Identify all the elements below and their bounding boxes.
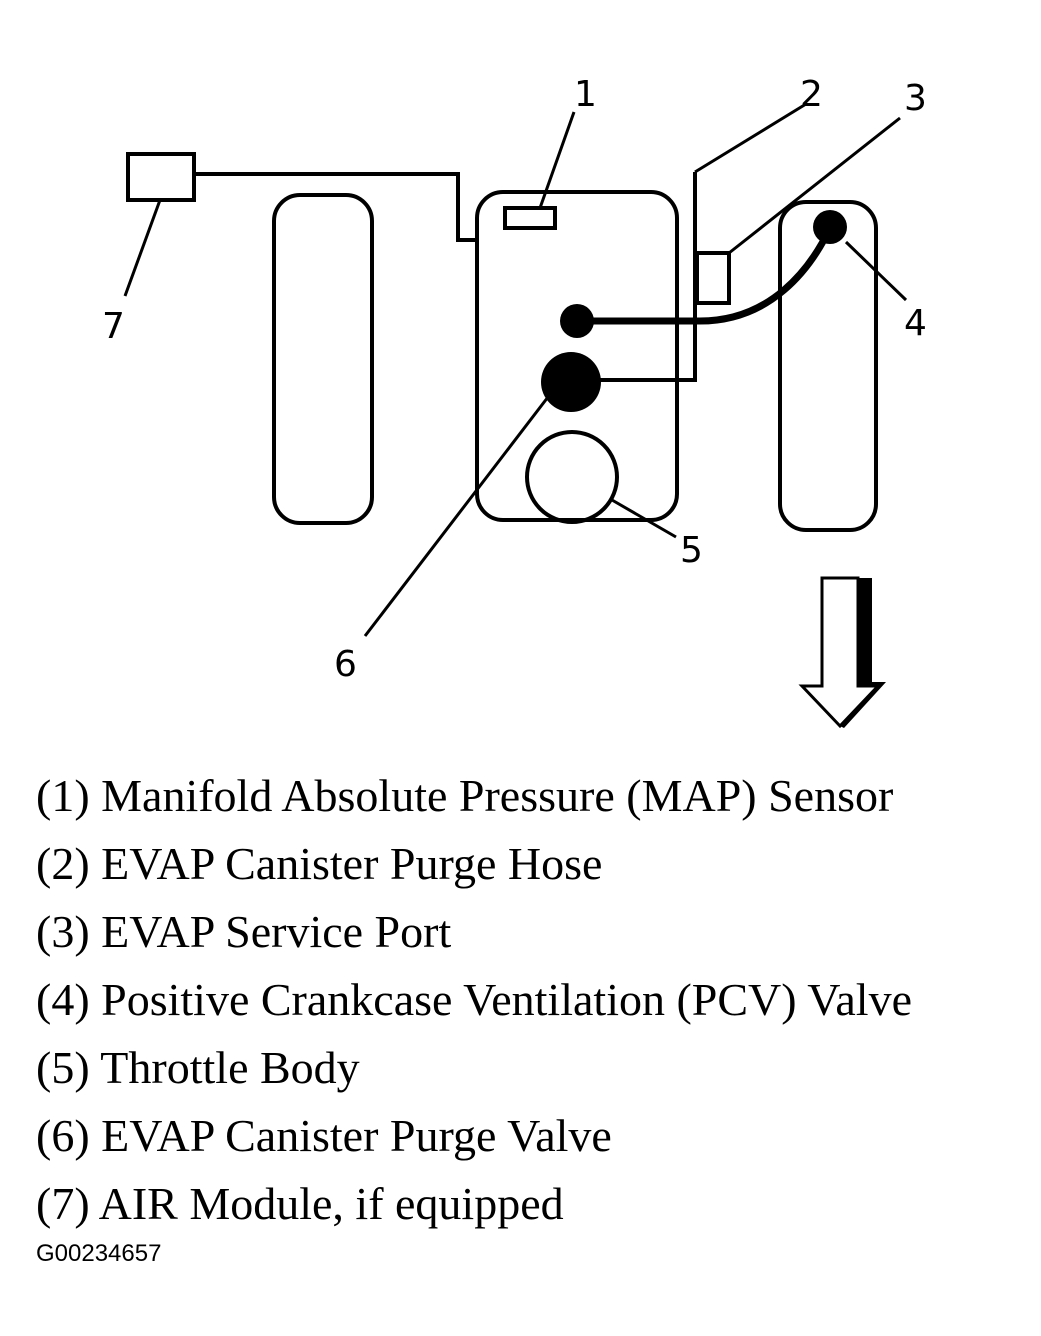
legend-item-evap-purge-valve: (6) EVAP Canister Purge Valve bbox=[36, 1110, 612, 1161]
evap-canister-purge-valve bbox=[541, 352, 601, 412]
legend-item-throttle-body: (5) Throttle Body bbox=[36, 1042, 360, 1093]
callout-7: 7 bbox=[102, 306, 125, 347]
air-module bbox=[126, 152, 196, 202]
pcv-valve bbox=[813, 210, 847, 244]
callout-4: 4 bbox=[904, 303, 927, 344]
leader-line-5 bbox=[611, 498, 677, 539]
component-legend: (1) Manifold Absolute Pressure (MAP) Sen… bbox=[36, 762, 912, 1238]
leader-line-3 bbox=[728, 116, 901, 255]
right-manifold-runner bbox=[778, 200, 878, 532]
legend-item-evap-service-port: (3) EVAP Service Port bbox=[36, 906, 452, 957]
evap-purge-hose bbox=[597, 172, 697, 382]
legend-item-pcv-valve: (4) Positive Crankcase Ventilation (PCV)… bbox=[36, 974, 912, 1025]
leader-line-1 bbox=[538, 111, 576, 209]
pcv-port bbox=[560, 304, 594, 338]
direction-arrow-shadow bbox=[840, 578, 886, 728]
legend-item-air-module: (7) AIR Module, if equipped bbox=[36, 1178, 564, 1229]
leader-line-6 bbox=[363, 396, 550, 637]
legend-item-evap-purge-hose: (2) EVAP Canister Purge Hose bbox=[36, 838, 603, 889]
engine-component-diagram: 1 2 3 4 5 6 7 bbox=[102, 74, 927, 729]
air-module-line bbox=[194, 172, 477, 242]
callout-1: 1 bbox=[574, 74, 597, 115]
callout-5: 5 bbox=[680, 530, 703, 571]
evap-service-port bbox=[695, 251, 731, 305]
legend-item-map-sensor: (1) Manifold Absolute Pressure (MAP) Sen… bbox=[36, 770, 894, 821]
callout-2: 2 bbox=[800, 74, 823, 115]
leader-line-7 bbox=[123, 199, 162, 297]
callout-3: 3 bbox=[904, 78, 927, 119]
left-manifold-runner bbox=[272, 193, 374, 525]
callout-6: 6 bbox=[334, 644, 357, 685]
map-sensor bbox=[503, 206, 557, 230]
leader-line-2 bbox=[694, 102, 807, 174]
pcv-hose bbox=[578, 226, 834, 325]
leader-line-4 bbox=[844, 240, 908, 302]
figure-id: G00234657 bbox=[36, 1240, 162, 1267]
throttle-body bbox=[525, 430, 619, 524]
